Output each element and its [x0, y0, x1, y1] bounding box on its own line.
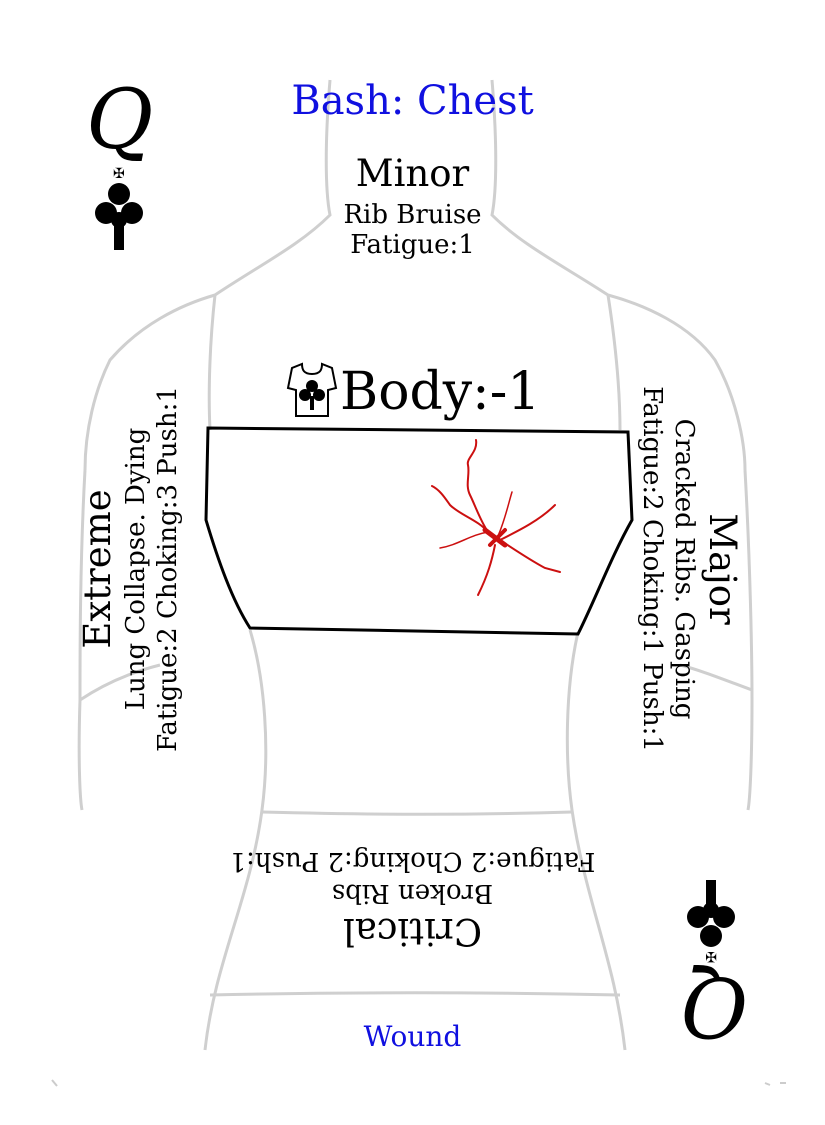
- club-icon: ✠: [687, 880, 735, 964]
- card-type-label: Wound: [363, 1020, 462, 1053]
- torso-club-icon: [286, 362, 338, 417]
- corner-mark-left: [51, 1079, 58, 1087]
- major-effect: Cracked Ribs. Gasping: [669, 418, 699, 720]
- critical-stats: Fatigue:2 Choking:2 Push:1: [229, 846, 596, 876]
- corner-mark-right: [764, 1082, 786, 1086]
- major-stats: Fatigue:2 Choking:1 Push:1: [637, 386, 667, 752]
- minor-stats: Fatigue:1: [350, 230, 475, 260]
- body-silhouette-lines: [77, 79, 754, 1051]
- wound-crack-mark: [431, 439, 561, 596]
- card-title: Bash: Chest: [291, 78, 534, 124]
- svg-text:✠: ✠: [113, 166, 125, 182]
- club-icon: ✠: [95, 166, 143, 250]
- extreme-effect: Lung Collapse. Dying: [121, 427, 151, 711]
- minor-heading: Minor: [355, 152, 470, 195]
- extreme-heading: Extreme: [76, 489, 119, 649]
- body-modifier: Body:-1: [340, 362, 541, 422]
- extreme-stats: Fatigue:2 Choking:3 Push:1: [153, 386, 183, 752]
- chest-region-outline: [204, 426, 634, 636]
- major-heading: Major: [701, 513, 744, 625]
- minor-effect: Rib Bruise: [343, 200, 482, 230]
- svg-text:✠: ✠: [705, 948, 717, 964]
- rank-top-left: Q: [86, 73, 154, 168]
